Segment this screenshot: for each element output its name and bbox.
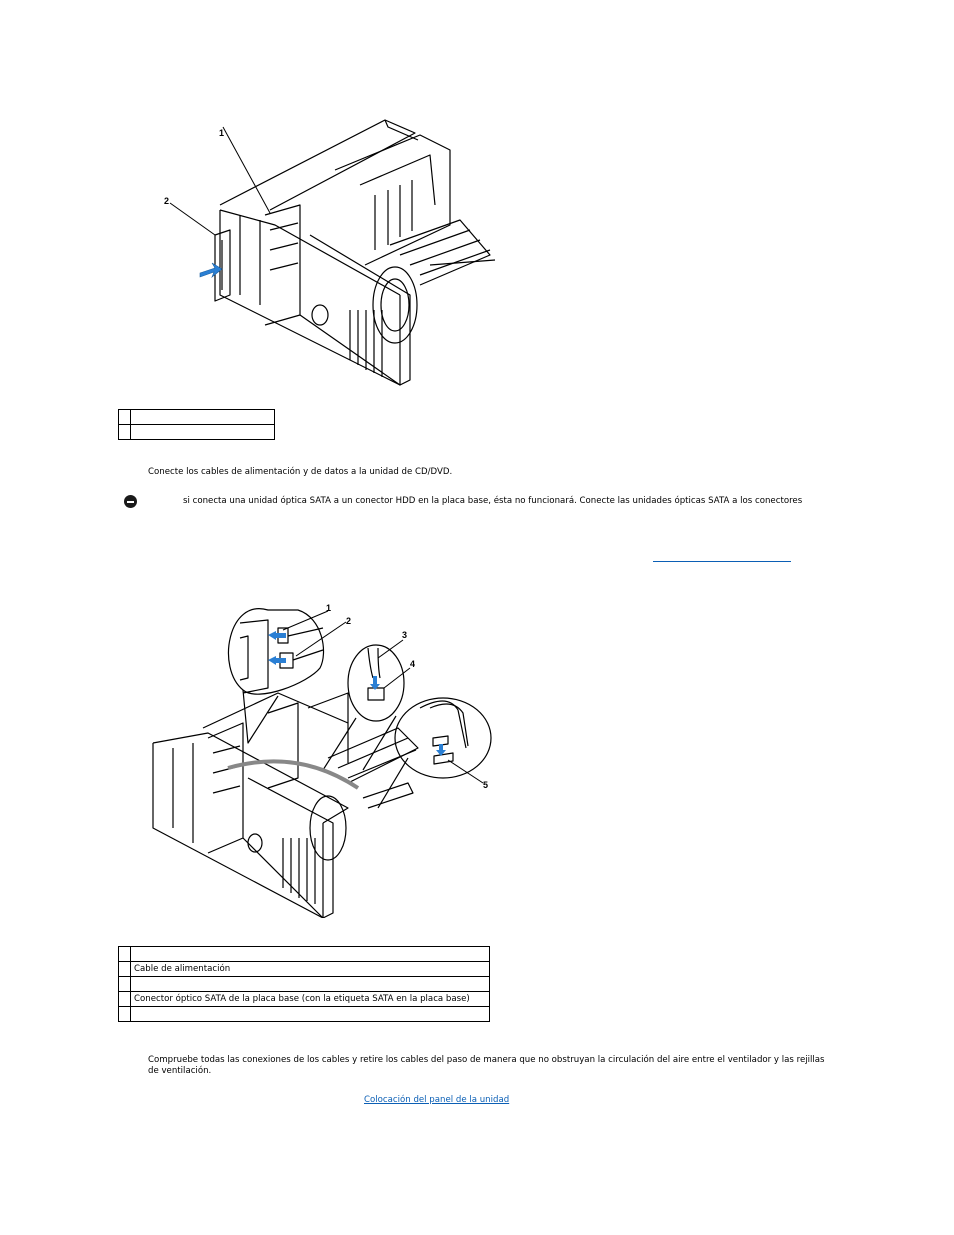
figure2-callout-3: 3 <box>402 630 408 640</box>
legend-number <box>118 946 131 962</box>
notice-icon <box>124 495 137 508</box>
figure2-legend-table: Cable de alimentación Conector óptico SA… <box>118 946 490 1022</box>
legend-row <box>118 946 490 962</box>
figure2-callout-5: 5 <box>483 780 489 790</box>
legend-text <box>130 976 490 992</box>
legend-row <box>118 1006 490 1022</box>
legend-number <box>118 1006 131 1022</box>
step-check-cables: Compruebe todas las conexiones de los ca… <box>148 1055 825 1076</box>
legend-row: Conector óptico SATA de la placa base (c… <box>118 991 490 1007</box>
figure-cable-connection <box>152 608 492 918</box>
legend-number <box>118 424 131 440</box>
legend-row <box>118 409 275 425</box>
legend-row <box>118 424 275 440</box>
figure2-callout-1: 1 <box>326 603 332 613</box>
figure-drive-insertion <box>169 119 496 386</box>
legend-text <box>130 946 490 962</box>
legend-text: Conector óptico SATA de la placa base (c… <box>130 991 490 1007</box>
legend-number <box>118 961 131 977</box>
figure2-callout-2: 2 <box>346 616 352 626</box>
legend-number <box>118 976 131 992</box>
link-drive-panel[interactable]: Colocación del panel de la unidad <box>364 1095 510 1105</box>
notice-text: si conecta una unidad óptica SATA a un c… <box>183 496 803 506</box>
legend-number <box>118 409 131 425</box>
legend-text <box>130 409 275 425</box>
legend-text: Cable de alimentación <box>130 961 490 977</box>
reference-link-underline[interactable] <box>653 561 791 562</box>
legend-text <box>130 424 275 440</box>
figure2-callout-4: 4 <box>410 659 416 669</box>
legend-row <box>118 976 490 992</box>
figure1-legend-table <box>118 409 275 440</box>
legend-number <box>118 991 131 1007</box>
legend-row: Cable de alimentación <box>118 961 490 977</box>
figure1-callout-2: 2 <box>164 196 170 206</box>
legend-text <box>130 1006 490 1022</box>
figure1-callout-1: 1 <box>219 128 225 138</box>
step-connect-cables: Conecte los cables de alimentación y de … <box>148 467 453 477</box>
